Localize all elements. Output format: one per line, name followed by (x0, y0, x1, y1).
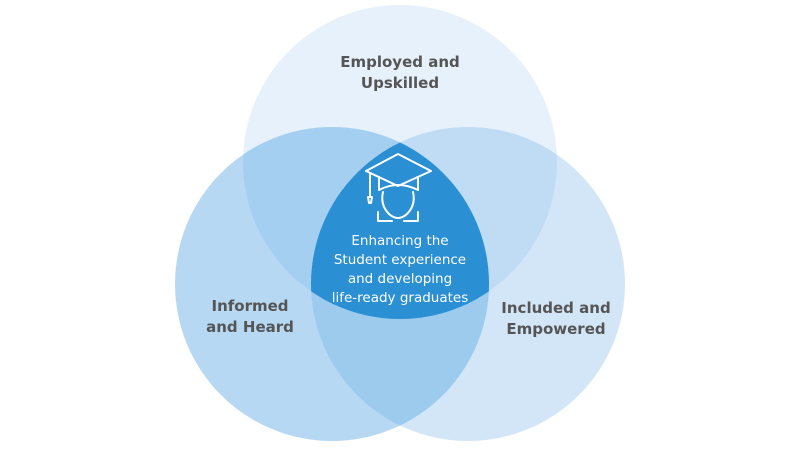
label-top: Employed and Upskilled (340, 53, 460, 92)
center-text: Enhancing the Student experience and dev… (331, 233, 469, 306)
label-right: Included and Empowered (501, 299, 611, 338)
graduate-cap-icon (365, 153, 432, 222)
label-left: Informed and Heard (206, 297, 294, 336)
intersection-center (311, 127, 489, 319)
